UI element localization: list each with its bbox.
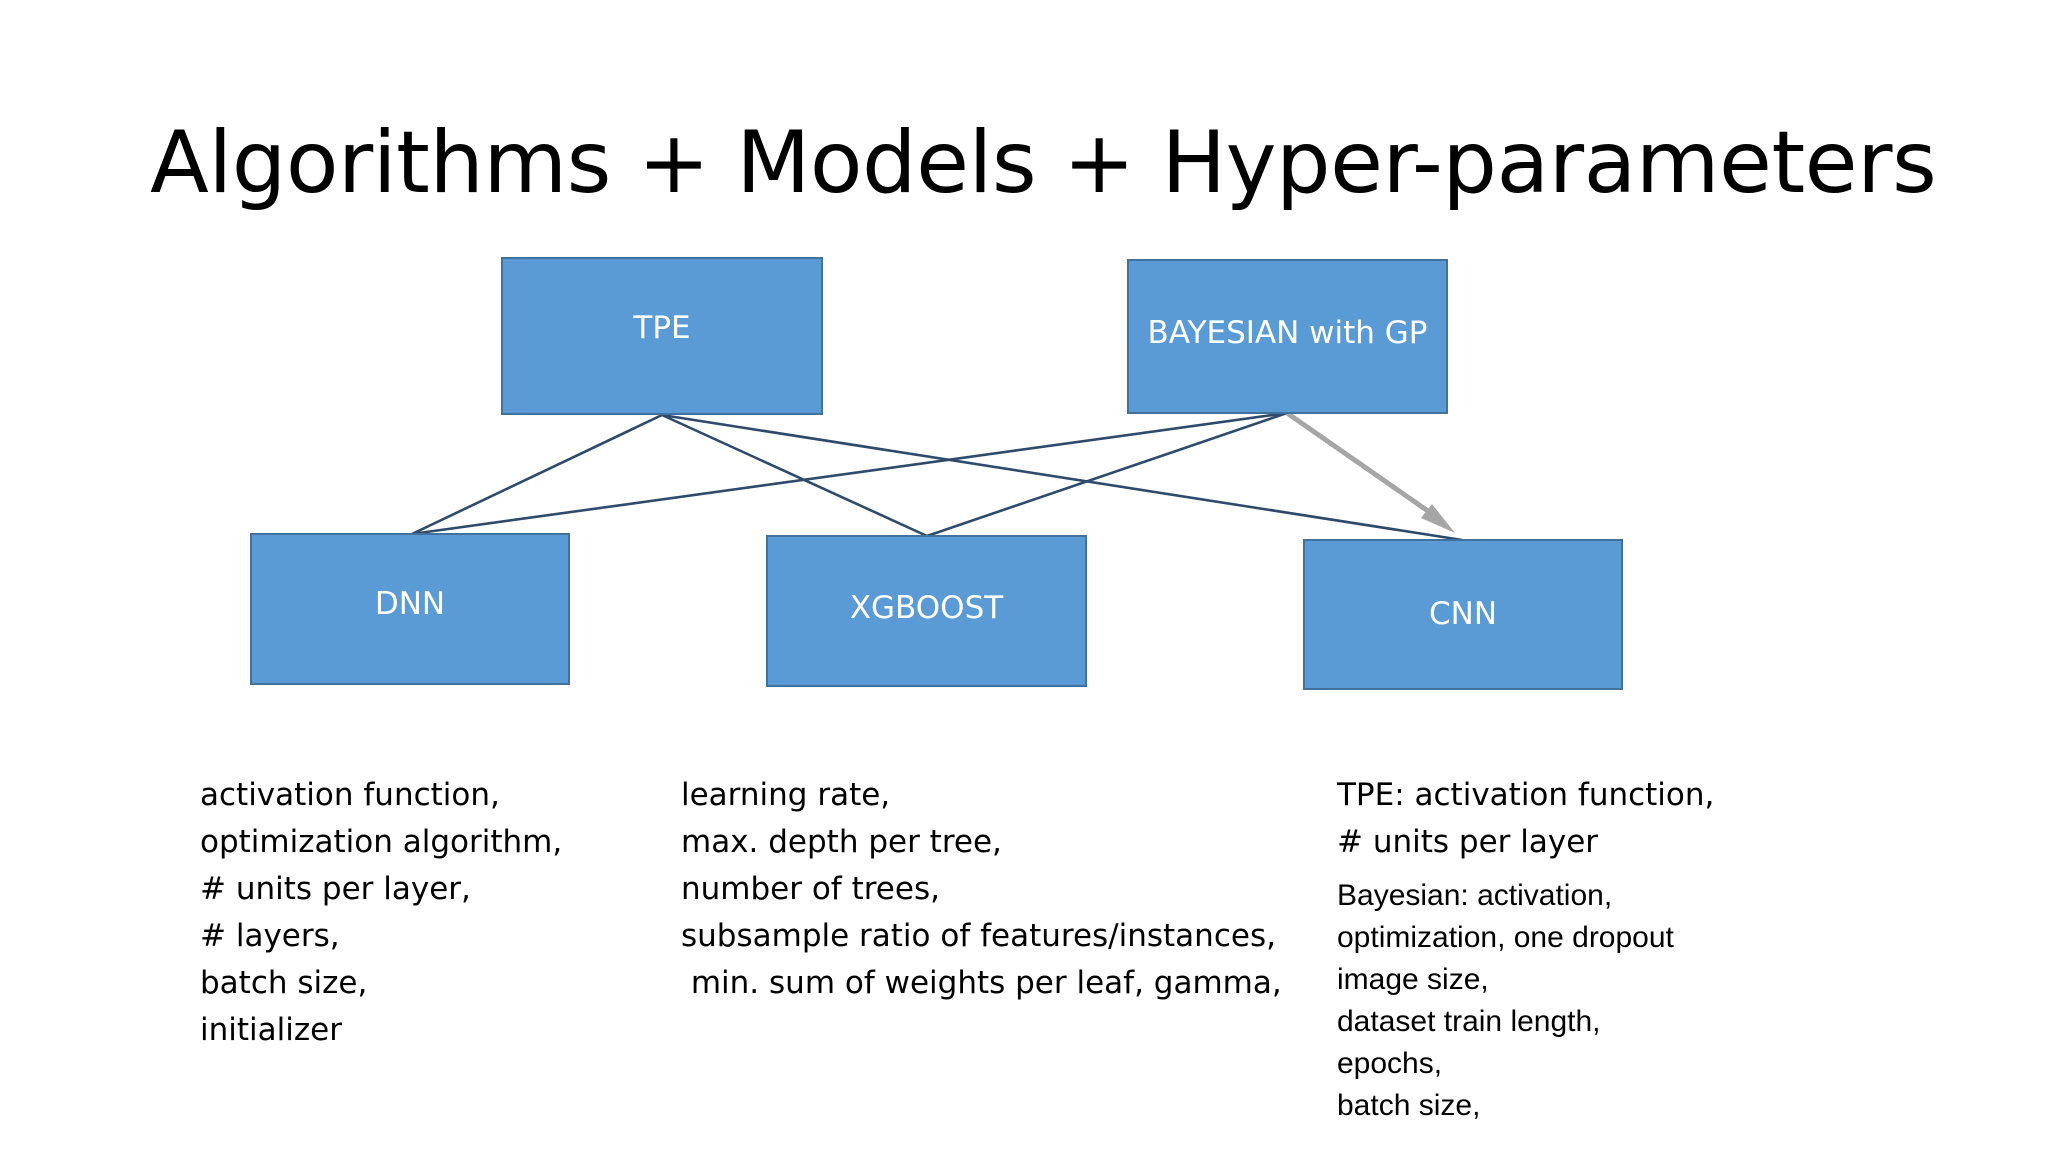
hyperparameter-line: # units per layer, <box>200 871 471 907</box>
hyperparameter-subgroup-tpe: TPE: activation function, # units per la… <box>1337 772 1777 866</box>
hyperparameter-line: learning rate, <box>681 777 891 813</box>
hyperparameter-line: number of trees, <box>681 871 940 907</box>
page-title: Algorithms + Models + Hyper-parameters <box>150 113 1937 213</box>
hyperparameter-line: min. sum of weights per leaf, gamma, <box>681 965 1282 1001</box>
hyperparameter-line: # units per layer <box>1337 824 1599 860</box>
hyperparameter-line: initializer <box>200 1012 342 1048</box>
edge-bayesian-cnn-arrow <box>1285 410 1440 521</box>
node-label-cnn: CNN <box>1428 595 1498 632</box>
hyperparameter-line: # layers, <box>200 918 340 954</box>
hyperparameter-line: batch size, <box>1337 1089 1481 1122</box>
edge-tpe-cnn <box>661 413 1463 542</box>
edge-tpe-dnn <box>411 413 663 536</box>
node-box-bayesian[interactable]: BAYESIAN with GP <box>1127 259 1448 414</box>
hyperparameter-column-cnn: TPE: activation function, # units per la… <box>1337 772 1777 1127</box>
hyperparameter-line: epochs, <box>1337 1047 1443 1080</box>
hyperparameter-line: image size, <box>1337 963 1489 996</box>
hyperparameter-line: max. depth per tree, <box>681 824 1002 860</box>
edge-tpe-xgboost <box>661 413 928 538</box>
node-box-dnn[interactable]: DNN <box>250 533 570 685</box>
node-box-cnn[interactable]: CNN <box>1303 539 1623 690</box>
edge-bayesian-dnn <box>411 411 1288 536</box>
node-label-xgboost: XGBOOST <box>849 590 1004 627</box>
node-label-bayesian: BAYESIAN with GP <box>1147 314 1428 351</box>
hyperparameter-subgroup-bayesian: Bayesian: activation, optimization, one … <box>1337 875 1777 1127</box>
hyperparameter-line: TPE: activation function, <box>1337 777 1715 813</box>
node-label-dnn: DNN <box>374 586 446 623</box>
hyperparameter-line: subsample ratio of features/instances, <box>681 918 1276 954</box>
node-box-tpe[interactable]: TPE <box>501 257 823 415</box>
hyperparameter-column-xgboost: learning rate, max. depth per tree, numb… <box>681 772 1321 1007</box>
hyperparameter-line: batch size, <box>200 965 368 1001</box>
hyperparameter-line: activation function, <box>200 777 500 813</box>
arrowhead-icon <box>1421 504 1455 533</box>
hyperparameter-line: optimization algorithm, <box>200 824 563 860</box>
hyperparameter-line: optimization, one dropout <box>1337 921 1674 954</box>
node-box-xgboost[interactable]: XGBOOST <box>766 535 1087 687</box>
hyperparameter-column-dnn: activation function, optimization algori… <box>200 772 620 1054</box>
node-label-tpe: TPE <box>633 310 691 347</box>
hyperparameter-line: dataset train length, <box>1337 1005 1601 1038</box>
edge-bayesian-xgboost <box>926 411 1288 538</box>
hyperparameter-line: Bayesian: activation, <box>1337 879 1613 912</box>
